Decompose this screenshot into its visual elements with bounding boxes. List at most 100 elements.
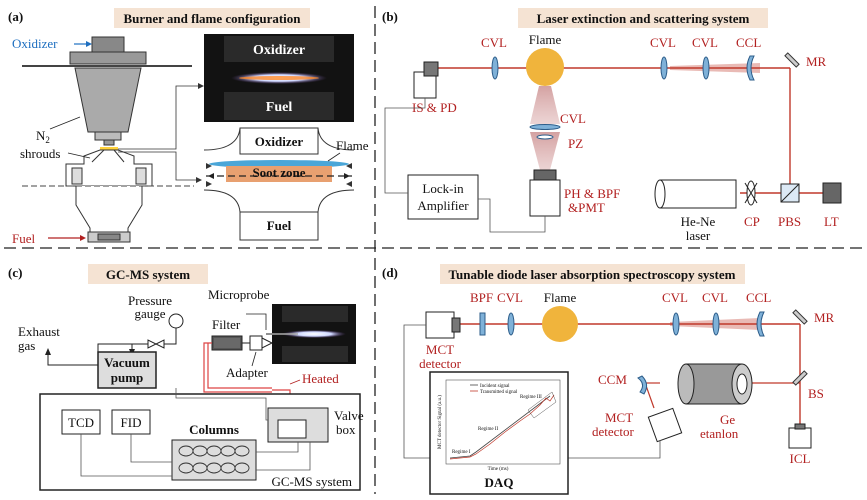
panel-b-title-box (518, 8, 768, 28)
bpf-filter (479, 312, 486, 336)
zoom-fuel-label: Fuel (267, 218, 292, 233)
cvl-1-label: CVL (481, 35, 507, 50)
panel-d: (d) Tunable diode laser absorption spect… (382, 264, 835, 495)
bs-label: BS (808, 386, 824, 401)
daq-inset-plot: Incident signal Transmitted signal Regim… (438, 379, 561, 472)
ccl-label: CCL (736, 35, 761, 50)
icl-laser (788, 427, 812, 449)
gcms-system-label: GC-MS system (271, 474, 352, 489)
cvl-lens-3 (702, 56, 710, 80)
ge-label-1: Ge (720, 412, 735, 427)
flame-b (526, 48, 564, 86)
d-cvl-2-label: CVL (662, 290, 688, 305)
d-cvl-lens-1 (507, 312, 515, 336)
d-cvl-lens-2 (672, 312, 680, 336)
d-mr-label: MR (814, 310, 835, 325)
inset-xlabel: Time (ms) (488, 467, 509, 472)
fid-label: FID (121, 415, 142, 430)
valve-label-1: Valve (334, 408, 364, 423)
bpf-label: BPF (470, 290, 493, 305)
panel-b-title: Laser extinction and scattering system (537, 11, 750, 26)
lockin-label-1: Lock-in (422, 181, 464, 196)
inset-ylabel: MCT detector Signal (a.u.) (438, 395, 443, 449)
mct1-label-2: detector (419, 356, 462, 371)
beam-splitter (792, 370, 808, 386)
pmt-label: &PMT (568, 200, 605, 215)
d-mirror-mr (792, 309, 808, 325)
heated-label: Heated (302, 371, 339, 386)
lock-in-amplifier (407, 174, 479, 220)
inset-legend-transmitted: Transmitted signal (480, 390, 518, 395)
panel-c-title: GC-MS system (106, 267, 190, 282)
vacuum-pump (97, 351, 157, 389)
panel-c: (c) GC-MS system Pressure gauge Micropro… (8, 264, 364, 491)
inset-legend-incident: Incident signal (480, 384, 510, 389)
pmt-box (529, 179, 561, 217)
hene-laser (659, 179, 737, 209)
valve-label-2: box (336, 422, 356, 437)
inset-regime-2: Regime II (478, 427, 498, 432)
d-cvl-3-label: CVL (702, 290, 728, 305)
icl-label: ICL (790, 451, 811, 466)
microprobe-label: Microprobe (208, 287, 270, 302)
cvl-4-label: CVL (560, 111, 586, 126)
burner (22, 36, 194, 243)
mct-detector-2 (647, 407, 683, 443)
cvl-lens-2 (660, 56, 668, 80)
cvl-3-label: CVL (692, 35, 718, 50)
lt-label: LT (824, 214, 839, 229)
filter-label: Filter (212, 317, 241, 332)
ge-label-2: etanlon (700, 426, 739, 441)
cp-label: CP (744, 214, 760, 229)
lockin-label-2: Amplifier (417, 198, 469, 213)
zoom-flame-label: Flame (336, 138, 369, 153)
pressure-gauge (168, 313, 184, 329)
pz-label: PZ (568, 136, 583, 151)
mirror-mr (784, 52, 800, 68)
hene-label-1: He-Ne (681, 214, 716, 229)
mct2-label-2: detector (592, 424, 635, 439)
column-coils (178, 445, 250, 474)
pressure-label-2: gauge (134, 306, 165, 321)
hene-label-2: laser (686, 228, 711, 243)
flame-d (542, 306, 578, 342)
panel-c-letter: (c) (8, 265, 22, 280)
d-cvl-1-label: CVL (497, 290, 523, 305)
mct-detector-1 (425, 311, 455, 339)
mr-label: MR (806, 54, 827, 69)
mct2-label-1: MCT (605, 410, 633, 425)
panel-b-letter: (b) (382, 9, 398, 24)
panel-d-letter: (d) (382, 265, 398, 280)
panel-b: (b) Laser extinction and scattering syst… (382, 8, 842, 243)
exhaust-label-1: Exhaust (18, 324, 60, 339)
tcd-label: TCD (68, 415, 94, 430)
panel-d-title: Tunable diode laser absorption spectrosc… (449, 267, 736, 282)
n2-label: N2 (36, 128, 50, 145)
vacuum-label-1: Vacuum (104, 355, 150, 370)
flame-zoom-diagram (203, 127, 355, 241)
is-pd-label: IS & PD (412, 100, 457, 115)
cvl-2-label: CVL (650, 35, 676, 50)
ccm-mirror (637, 375, 648, 395)
panel-c-title-box (88, 264, 208, 284)
daq-label: DAQ (485, 475, 514, 490)
zoom-connector-photo (118, 85, 200, 150)
ccl-lens (746, 55, 755, 81)
columns-label: Columns (189, 422, 239, 437)
zoom-oxidizer-label: Oxidizer (255, 134, 304, 149)
vacuum-label-2: pump (111, 370, 144, 385)
photo-fuel-label: Fuel (266, 100, 293, 115)
panel-a: (a) Burner and flame configuration Oxidi… (8, 8, 369, 246)
panel-a-letter: (a) (8, 9, 23, 24)
pressure-label-1: Pressure (128, 293, 172, 308)
burner-fuel-label: Fuel (12, 231, 36, 246)
cvl-lens-1 (491, 56, 499, 80)
d-ccl-lens (756, 311, 765, 337)
exhaust-label-2: gas (18, 338, 35, 353)
chopper-cp (744, 180, 758, 206)
d-ccl-label: CCL (746, 290, 771, 305)
flame-d-label: Flame (544, 290, 577, 305)
mct1-label-1: MCT (426, 342, 454, 357)
adapter-label: Adapter (226, 365, 269, 380)
